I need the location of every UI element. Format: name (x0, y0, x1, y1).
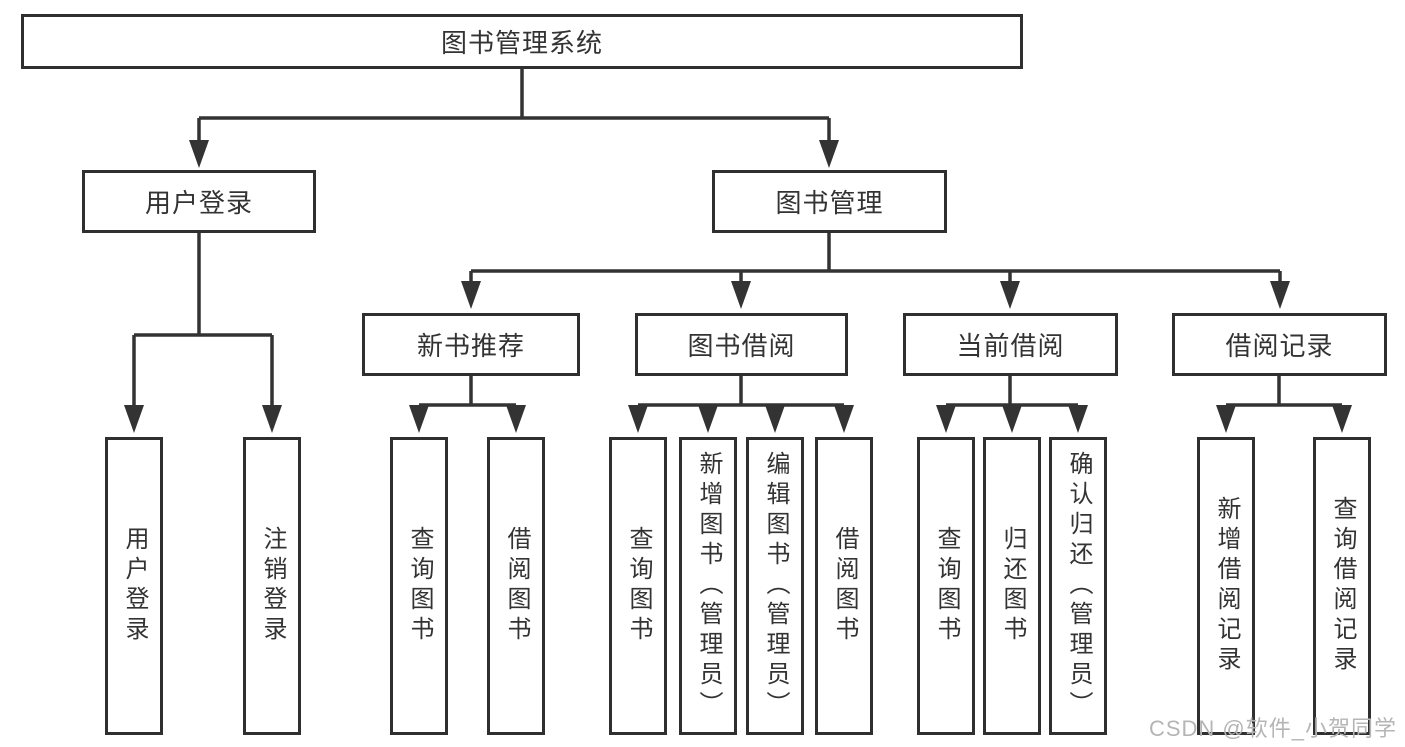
leaf-confirm-return-admin: 确认归还（管理员） (1049, 437, 1107, 735)
leaf-borrow-books-recommend: 借阅图书 (487, 437, 545, 735)
leaf-query-books-current: 查询图书 (917, 437, 975, 735)
leaf-add-books-admin: 新增图书（管理员） (679, 437, 737, 735)
node-book-borrowing: 图书借阅 (635, 313, 848, 376)
leaf-edit-books-admin: 编辑图书（管理员） (746, 437, 804, 735)
node-current-borrowing: 当前借阅 (903, 313, 1118, 376)
leaf-add-borrow-record: 新增借阅记录 (1197, 437, 1255, 735)
leaf-return-books: 归还图书 (983, 437, 1041, 735)
leaf-query-books-recommend: 查询图书 (390, 437, 448, 735)
node-book-management: 图书管理 (712, 170, 947, 233)
csdn-watermark: CSDN @软件_小贺同学 (1148, 716, 1397, 741)
node-new-book-recommend: 新书推荐 (362, 313, 580, 376)
leaf-query-borrow-record: 查询借阅记录 (1313, 437, 1371, 735)
node-user-login: 用户登录 (82, 170, 316, 233)
leaf-query-books-borrowing: 查询图书 (609, 437, 667, 735)
leaf-borrow-books-borrowing: 借阅图书 (815, 437, 873, 735)
node-library-management-system: 图书管理系统 (21, 14, 1023, 69)
leaf-logout: 注销登录 (243, 437, 301, 735)
leaf-user-login: 用户登录 (105, 437, 163, 735)
node-borrowing-records: 借阅记录 (1172, 313, 1387, 376)
